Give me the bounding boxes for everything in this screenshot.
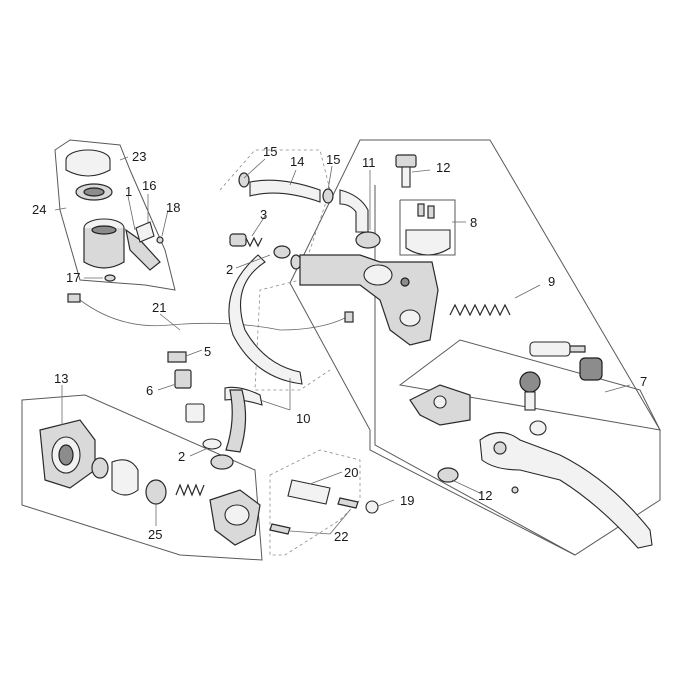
bolt-22-b	[269, 523, 291, 535]
callout-9: 9	[548, 274, 555, 289]
fitting-5	[167, 351, 187, 363]
callout-5: 5	[204, 344, 211, 359]
reservoir-body	[83, 218, 125, 269]
pushrod-20	[287, 479, 331, 505]
fitting-6	[174, 369, 205, 423]
group-8-outline	[399, 199, 456, 256]
adjuster-knob	[519, 371, 541, 411]
reservoir-clip	[135, 221, 155, 243]
callout-19: 19	[400, 493, 414, 508]
callout-21: 21	[152, 300, 166, 315]
callout-12-upper: 12	[436, 160, 450, 175]
callout-16: 16	[142, 178, 156, 193]
master-cylinder-body	[299, 254, 439, 346]
callout-2-upper: 2	[226, 262, 233, 277]
cable-21	[67, 293, 354, 331]
leader-lines	[54, 156, 631, 535]
clip-15-left	[238, 172, 250, 188]
bush-12	[511, 486, 519, 494]
callout-7: 7	[640, 374, 647, 389]
bolt-17	[104, 274, 116, 282]
hose-14	[249, 179, 321, 203]
boot-cap	[579, 357, 603, 381]
clamp-8	[405, 203, 451, 256]
slave-cover	[209, 489, 261, 546]
callout-18: 18	[166, 200, 180, 215]
bolt-12-top	[395, 154, 417, 188]
group-13-outline	[21, 394, 263, 561]
callout-17: 17	[66, 270, 80, 285]
group-24-outline	[54, 139, 176, 291]
callout-15-left: 15	[263, 144, 277, 159]
slave-piston	[111, 459, 139, 496]
callout-6: 6	[146, 383, 153, 398]
seal-25	[145, 479, 167, 505]
group-9-outline	[289, 139, 661, 556]
spring-piston	[449, 303, 511, 317]
callout-3: 3	[260, 207, 267, 222]
slave-cylinder-body	[39, 419, 96, 489]
spring-slave	[175, 483, 205, 497]
washer-2-top	[273, 245, 291, 259]
banjo-bolt-3	[229, 233, 263, 248]
callout-22: 22	[334, 529, 348, 544]
callout-8: 8	[470, 215, 477, 230]
reservoir-diaphragm	[75, 183, 113, 201]
bolt-18	[156, 236, 164, 244]
cap-19	[365, 500, 379, 514]
callout-15-right: 15	[326, 152, 340, 167]
seal-ring	[91, 457, 109, 479]
callout-11: 11	[362, 155, 376, 170]
callout-2-lower: 2	[178, 449, 185, 464]
callout-20: 20	[344, 465, 358, 480]
reservoir-bracket	[125, 228, 161, 271]
clip-15-right	[322, 188, 334, 204]
clutch-lever	[479, 431, 653, 549]
bolt-22-a	[337, 497, 359, 509]
callout-23: 23	[132, 149, 146, 164]
callout-24: 24	[32, 202, 46, 217]
callout-12-lower: 12	[478, 488, 492, 503]
piston-rod	[529, 341, 586, 357]
o-ring-7	[529, 420, 547, 436]
lever-bracket	[409, 384, 471, 426]
callout-10: 10	[296, 411, 310, 426]
washer-2-lower-b	[210, 454, 234, 470]
callout-1: 1	[125, 184, 132, 199]
banjo-lower	[225, 389, 247, 453]
callout-13: 13	[54, 371, 68, 386]
pipe-11	[339, 189, 381, 249]
group-7-outline	[398, 339, 661, 431]
washer-2-lower-a	[202, 438, 222, 450]
reservoir-cap	[65, 149, 111, 177]
callout-14: 14	[290, 154, 304, 169]
callout-25: 25	[148, 527, 162, 542]
washer-12-bottom	[437, 467, 459, 483]
